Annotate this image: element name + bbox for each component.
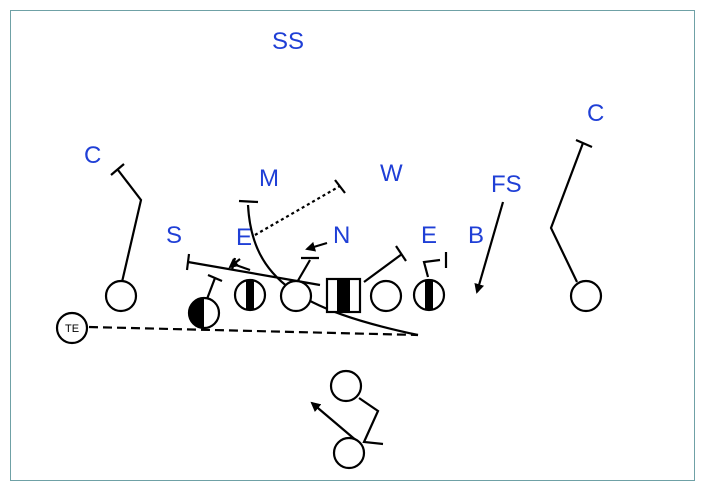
player-lg2 bbox=[279, 279, 313, 313]
player-qb bbox=[329, 369, 363, 403]
player-rg bbox=[369, 279, 403, 313]
route-right-wr-block bbox=[575, 138, 593, 149]
route-right-wr bbox=[549, 142, 585, 283]
block-rt bbox=[422, 258, 441, 278]
player-wr-left bbox=[104, 279, 138, 313]
route-back-arrow bbox=[310, 401, 359, 443]
block-e-left bbox=[232, 262, 251, 272]
arrow-to-s bbox=[228, 258, 241, 269]
player-rb bbox=[332, 436, 366, 470]
label-e-right: E bbox=[421, 222, 437, 249]
label-e-left: E bbox=[236, 224, 252, 251]
block-lt-cap bbox=[207, 273, 223, 283]
route-left-wr-block bbox=[110, 163, 125, 176]
label-n: N bbox=[333, 222, 350, 249]
diagram-frame bbox=[10, 10, 695, 481]
block-rg bbox=[363, 253, 403, 283]
label-b: B bbox=[468, 222, 484, 249]
n-arrow bbox=[305, 241, 328, 252]
label-w: W bbox=[380, 160, 403, 187]
block-lt bbox=[205, 277, 217, 300]
route-back-upper bbox=[358, 397, 384, 446]
dotted-assignment-block bbox=[334, 179, 346, 194]
block-rg-cap bbox=[395, 245, 407, 262]
label-c-right: C bbox=[587, 100, 604, 127]
label-s: S bbox=[166, 222, 182, 249]
dotted-assignment bbox=[254, 185, 341, 236]
label-fs: FS bbox=[491, 171, 522, 198]
player-center-fill bbox=[337, 280, 350, 311]
route-left-wr bbox=[117, 169, 143, 283]
player-rt-fill bbox=[425, 281, 433, 309]
pull-route-cap bbox=[238, 199, 259, 204]
label-te: TE bbox=[65, 323, 79, 335]
label-c-left: C bbox=[84, 142, 101, 169]
player-lt-fill bbox=[189, 298, 204, 328]
label-m: M bbox=[259, 165, 279, 192]
fs-arrow bbox=[474, 201, 505, 294]
block-c bbox=[295, 259, 311, 285]
te-motion-line bbox=[88, 325, 419, 337]
player-te bbox=[55, 311, 89, 345]
player-lg-fill bbox=[246, 281, 254, 309]
player-wr-right bbox=[569, 279, 603, 313]
block-line-long-cap bbox=[185, 253, 191, 271]
label-ss: SS bbox=[272, 28, 304, 55]
